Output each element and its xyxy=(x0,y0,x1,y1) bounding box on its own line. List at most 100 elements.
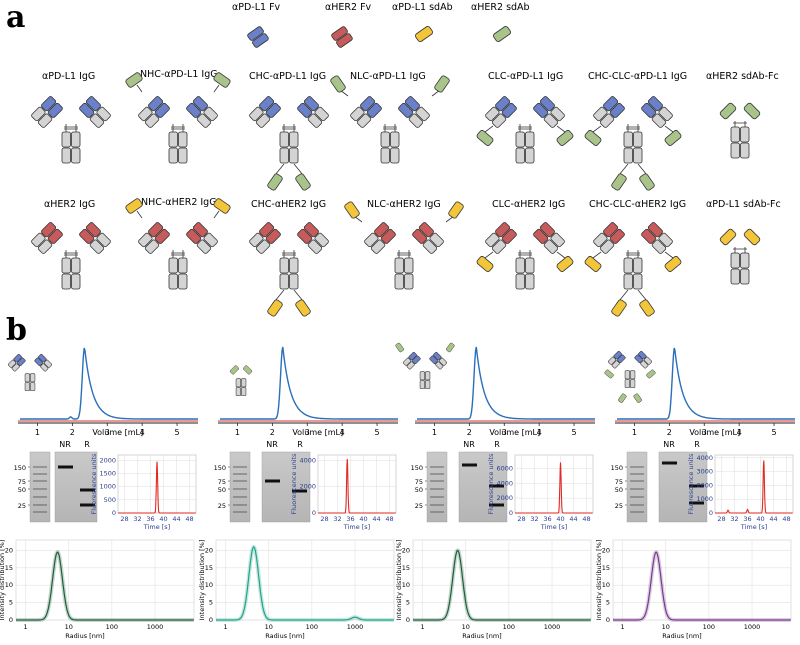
ce-y-tick-label: 1000 xyxy=(99,483,116,491)
vh-domain xyxy=(641,228,657,244)
dls-tick-label: 1 xyxy=(224,623,228,631)
fc-domain xyxy=(241,387,247,397)
cl-domain xyxy=(37,239,53,254)
fc-domain xyxy=(178,131,188,148)
sec-tick-label: 4 xyxy=(737,428,742,437)
constant-domain xyxy=(406,361,415,370)
vh-domain xyxy=(412,228,428,244)
sec-blue-trace xyxy=(220,346,398,420)
linker xyxy=(637,163,648,176)
gel-band-r xyxy=(292,489,307,493)
vh-domain xyxy=(186,102,202,118)
dls-y-tick-label: 10 xyxy=(205,581,213,589)
vl-domain xyxy=(638,350,647,360)
dls-tick-label: 1 xyxy=(421,623,425,631)
ce-y-tick-label: 6000 xyxy=(496,464,513,472)
vh-domain xyxy=(41,96,57,112)
cl-domain xyxy=(255,113,271,128)
fc-domain xyxy=(289,147,299,164)
gel-band-r xyxy=(80,488,95,492)
fv-domain xyxy=(336,33,353,48)
ce-tick-label: 48 xyxy=(185,515,193,523)
vl-domain xyxy=(609,228,625,244)
gel-marker-label: 50 xyxy=(218,486,226,494)
dls-tick-label: 10 xyxy=(65,623,73,631)
ce-y-label: Fluorescence units xyxy=(290,453,298,514)
hinge xyxy=(518,124,532,132)
ch1-domain xyxy=(138,232,153,248)
sdab-domain xyxy=(295,299,311,317)
vl-domain xyxy=(404,96,420,112)
antibody-schematic xyxy=(344,201,464,290)
vl-domain xyxy=(412,355,421,365)
cl-domain xyxy=(96,232,111,248)
sdab-domain xyxy=(584,256,602,272)
mini-antibody-icon xyxy=(229,365,253,397)
sec-x-label: Volume [mL] xyxy=(292,428,343,437)
dls-tick-label: 1000 xyxy=(147,623,164,631)
dls-y-label: Intensity distribution [%] xyxy=(0,540,6,621)
ce-tick-label: 40 xyxy=(359,515,367,523)
ce-y-label: Fluorescence units xyxy=(90,453,98,514)
dls-plot-frame xyxy=(215,539,395,621)
vh-domain xyxy=(634,354,643,364)
fab-arm xyxy=(34,353,52,372)
constant-domain xyxy=(608,356,617,365)
gel-marker-label: 25 xyxy=(218,502,226,510)
dls-y-tick-label: 15 xyxy=(402,564,410,572)
vl-domain xyxy=(85,222,101,238)
fab-arm xyxy=(634,350,652,369)
vh-domain xyxy=(495,96,511,112)
dls-trace xyxy=(16,551,194,621)
constant-domain xyxy=(643,356,652,365)
cl-domain xyxy=(550,106,565,122)
fc-domain xyxy=(30,382,36,392)
fc-domain xyxy=(633,131,643,148)
fc-domain xyxy=(71,257,81,274)
fab-arm xyxy=(249,96,281,128)
ce-tick-label: 28 xyxy=(320,515,328,523)
ce-y-tick-label: 500 xyxy=(104,496,116,504)
sec-tick-label: 4 xyxy=(340,428,345,437)
sdab-domain xyxy=(125,198,143,214)
ce-plot-frame xyxy=(714,454,794,514)
fab-arm xyxy=(403,351,421,370)
antibody-schematic xyxy=(476,96,574,164)
fc-domain xyxy=(279,273,289,290)
legend-icon-her2-fv xyxy=(331,26,353,48)
vl-domain xyxy=(539,222,555,238)
fab-arm xyxy=(485,96,517,128)
fab-arm xyxy=(398,96,430,128)
dls-y-tick-label: 0 xyxy=(606,616,610,624)
fc-domain xyxy=(633,257,643,274)
vl-domain xyxy=(154,228,170,244)
fab-arm xyxy=(31,222,63,254)
fc-domain xyxy=(515,257,525,274)
dls-y-tick-label: 0 xyxy=(209,616,213,624)
dls-x-label: Radius [nm] xyxy=(462,632,501,640)
dls-x-label: Radius [nm] xyxy=(65,632,104,640)
gel-marker-label: 50 xyxy=(18,486,26,494)
sdab-domain xyxy=(743,228,761,246)
fc-domain xyxy=(24,382,30,392)
ce-trace xyxy=(318,458,396,514)
sec-tick-label: 1 xyxy=(432,428,437,437)
cl-domain xyxy=(491,113,507,128)
hinge xyxy=(626,250,640,258)
vl-domain xyxy=(17,357,26,367)
ch1-domain xyxy=(196,239,212,254)
cl-domain xyxy=(255,239,271,254)
fc-domain xyxy=(380,131,390,148)
sec-tick-label: 1 xyxy=(632,428,637,437)
ch1-domain xyxy=(31,232,46,248)
fab-arm xyxy=(533,96,565,128)
gel-marker-label: 75 xyxy=(218,478,226,486)
sec-tick-label: 5 xyxy=(772,428,777,437)
sdab-domain xyxy=(125,72,143,88)
fc-domain xyxy=(289,131,299,148)
cl-domain xyxy=(658,106,673,122)
dls-x-label: Radius [nm] xyxy=(662,632,701,640)
fc-domain xyxy=(740,252,750,269)
fab-arm xyxy=(31,96,63,128)
